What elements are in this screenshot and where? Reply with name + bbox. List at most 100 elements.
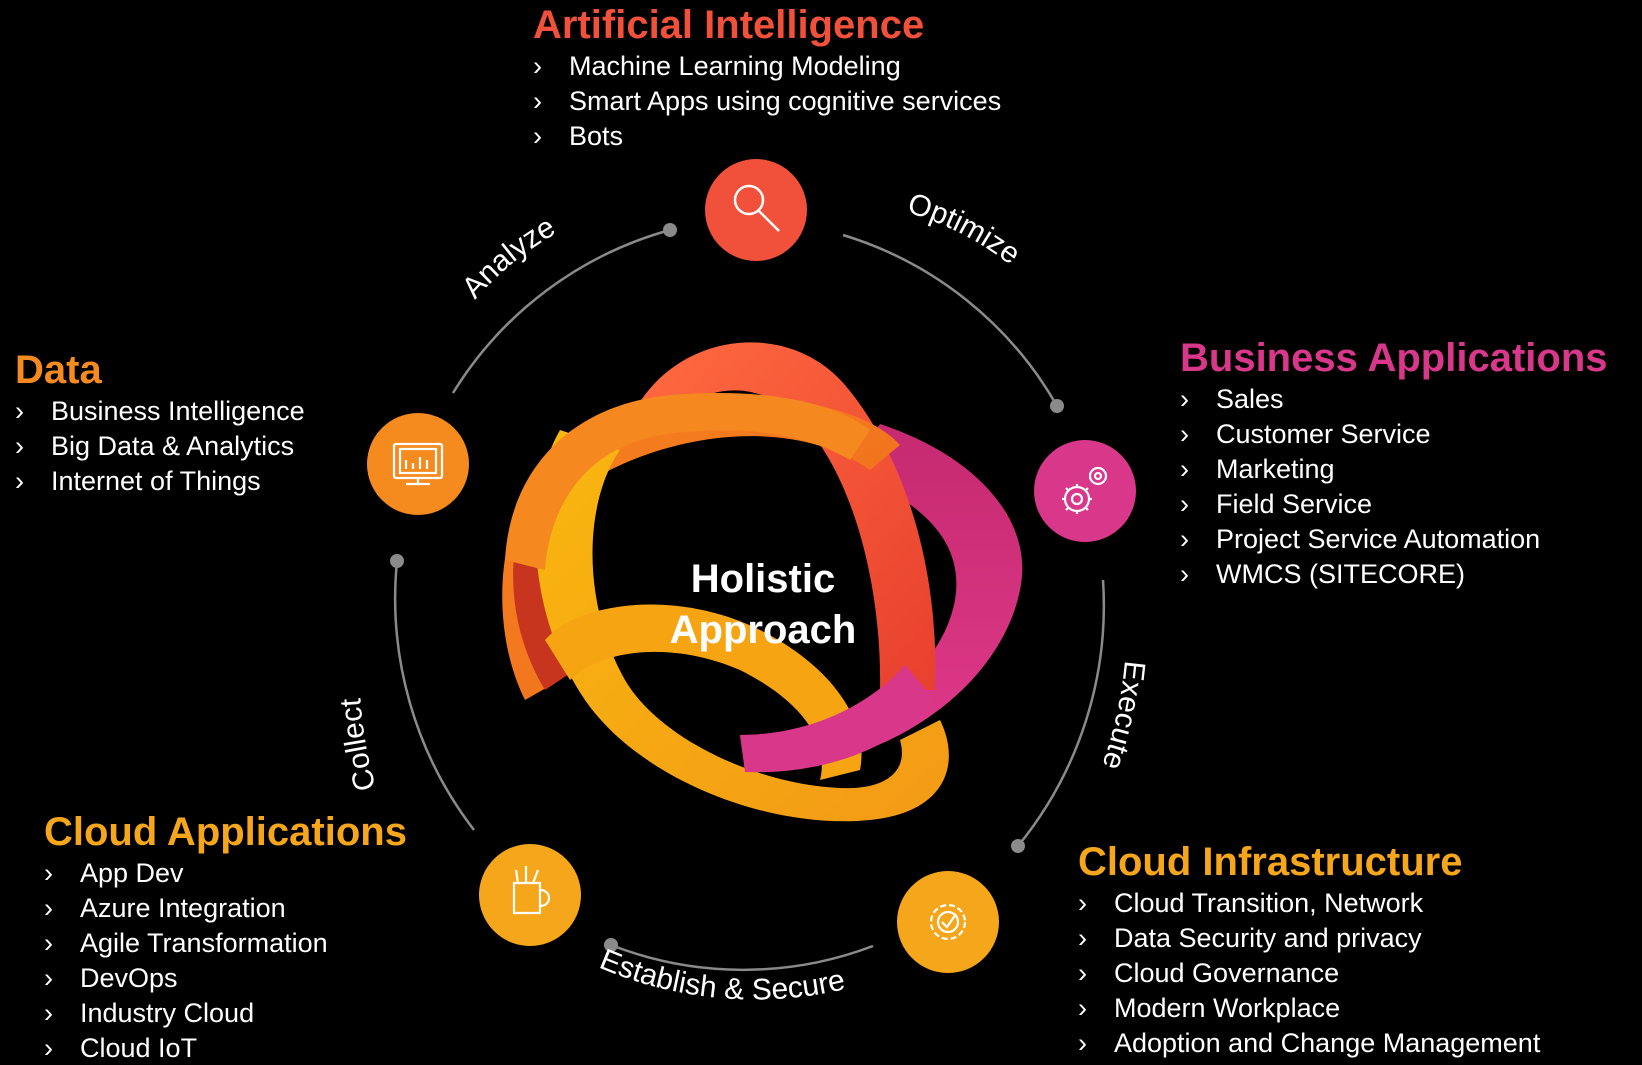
list-item-label: Adoption and Change Management (1114, 1028, 1541, 1058)
list-item-label: Big Data & Analytics (51, 431, 295, 461)
list-item: › Marketing (1180, 452, 1608, 487)
arc-collect (393, 560, 475, 831)
list-item: › Machine Learning Modeling (533, 49, 1001, 84)
pillar-business: Business Applications › Sales › Customer S… (1180, 336, 1608, 592)
pillar-business-title: Business Applications (1180, 336, 1608, 380)
list-item: ›Cloud Transition, Network (1078, 886, 1540, 921)
pillar-data-list: › Business Intelligence › Big Data & Analy… (15, 394, 305, 499)
list-item: › Smart Apps using cognitive services (533, 84, 1001, 119)
dot-execute (1011, 839, 1025, 853)
bullet-icon: › (1180, 524, 1189, 554)
arc-optimize (842, 233, 1059, 407)
list-item-label: Industry Cloud (80, 998, 255, 1028)
cycle-label-optimize: Optimize (904, 187, 1027, 271)
bullet-icon: › (1180, 419, 1189, 449)
pillar-cloud-apps: Cloud Applications › App Dev › Azure Integ… (44, 810, 407, 1065)
gears-icon (1062, 466, 1108, 514)
cycle-dots (390, 223, 1064, 952)
bullet-icon: › (44, 998, 53, 1028)
cloud-apps-icon-circle (479, 844, 581, 946)
bullet-icon: › (44, 893, 53, 923)
ribbon-yellow (535, 430, 949, 822)
cloud-infra-icon-circle (897, 871, 999, 973)
list-item: › Field Service (1180, 487, 1608, 522)
business-icon-circle (1034, 440, 1136, 542)
list-item-label: Machine Learning Modeling (569, 51, 901, 81)
list-item: › Azure Integration (44, 891, 407, 926)
pillar-cloud-apps-title: Cloud Applications (44, 810, 407, 854)
bullet-icon: › (1180, 559, 1189, 589)
list-item-label: Field Service (1216, 489, 1373, 519)
magnifier-icon (733, 184, 780, 232)
list-item: › Cloud Governance (1078, 956, 1540, 991)
list-item-label: Sales (1216, 384, 1284, 414)
gear-check-icon (929, 903, 967, 941)
pillar-data-title: Data (15, 348, 102, 392)
center-title-line2: Approach (670, 608, 857, 652)
list-item: › Cloud IoT (44, 1031, 407, 1065)
bullet-icon: › (533, 51, 542, 81)
list-item-label: Agile Transformation (80, 928, 328, 958)
bullet-icon: › (15, 431, 24, 461)
list-item-label: Cloud IoT (80, 1033, 198, 1063)
list-item: ›Data Security and privacy (1078, 921, 1540, 956)
bullet-icon: › (1078, 993, 1087, 1023)
list-item: › WMCS (SITECORE) (1180, 557, 1608, 592)
list-item-label: Customer Service (1216, 419, 1431, 449)
pillar-data: Data › Business Intelligence › Big Data & … (15, 348, 305, 499)
list-item: › Adoption and Change Management (1078, 1026, 1540, 1061)
list-item-label: Marketing (1216, 454, 1335, 484)
list-item: › Customer Service (1180, 417, 1608, 452)
list-item-label: App Dev (80, 858, 184, 888)
pillar-ai: Artificial Intelligence › Machine Learnin… (533, 3, 1001, 154)
list-item-label: Azure Integration (80, 893, 286, 923)
pillar-cloud-infra: Cloud Infrastructure ›Cloud Transition, … (1078, 840, 1540, 1061)
pillar-ai-title: Artificial Intelligence (533, 3, 925, 47)
bullet-icon: › (44, 1033, 53, 1063)
list-item-label: Modern Workplace (1114, 993, 1341, 1023)
ribbon-pink (740, 424, 1023, 771)
bullet-icon: › (533, 86, 542, 116)
list-item-label: Internet of Things (51, 466, 261, 496)
pillar-ai-list: › Machine Learning Modeling › Smart Apps u… (533, 49, 1001, 154)
arc-analyze (451, 228, 671, 394)
list-item: › Project Service Automation (1180, 522, 1608, 557)
list-item: › Industry Cloud (44, 996, 407, 1031)
list-item: › Agile Transformation (44, 926, 407, 961)
data-icon-circle (367, 413, 469, 515)
list-item-label: Cloud Governance (1114, 958, 1340, 988)
bullet-icon: › (1078, 958, 1087, 988)
dot-establish (604, 938, 618, 952)
ribbon-yellow-sweep (545, 604, 862, 780)
bullet-icon: › (1180, 384, 1189, 414)
bullet-icon: › (15, 466, 24, 496)
list-item-label: WMCS (SITECORE) (1216, 559, 1465, 589)
list-item-label: Smart Apps using cognitive services (569, 86, 1002, 116)
bullet-icon: › (1078, 923, 1087, 953)
pillar-business-list: › Sales › Customer Service › Marketing › Fie… (1180, 382, 1608, 592)
cycle-label-execute: Execute (1095, 659, 1151, 774)
list-item-label: Project Service Automation (1216, 524, 1541, 554)
ribbon-orange-arch (505, 393, 870, 570)
bullet-icon: › (15, 396, 24, 426)
list-item-label: Business Intelligence (51, 396, 305, 426)
arc-establish (610, 943, 874, 972)
holistic-ribbon (502, 342, 1023, 822)
list-item-label: DevOps (80, 963, 178, 993)
bullet-icon: › (533, 121, 542, 151)
bullet-icon: › (44, 928, 53, 958)
pillar-cloud-infra-title: Cloud Infrastructure (1078, 840, 1463, 884)
bullet-icon: › (1180, 489, 1189, 519)
ribbon-pink-lower (740, 665, 935, 773)
list-item-label: Cloud Transition, Network (1114, 888, 1424, 918)
list-item: ›Bots (533, 119, 1001, 154)
pillar-cloud-apps-list: › App Dev › Azure Integration › Agile Trans… (44, 856, 407, 1065)
bullet-icon: › (1180, 454, 1189, 484)
cycle-arcs (393, 228, 1106, 972)
cycle-label-collect: Collect (334, 697, 382, 795)
bullet-icon: › (1078, 1028, 1087, 1058)
monitor-chart-icon (392, 442, 444, 486)
list-item: › Sales (1180, 382, 1608, 417)
arc-execute (1017, 579, 1106, 847)
